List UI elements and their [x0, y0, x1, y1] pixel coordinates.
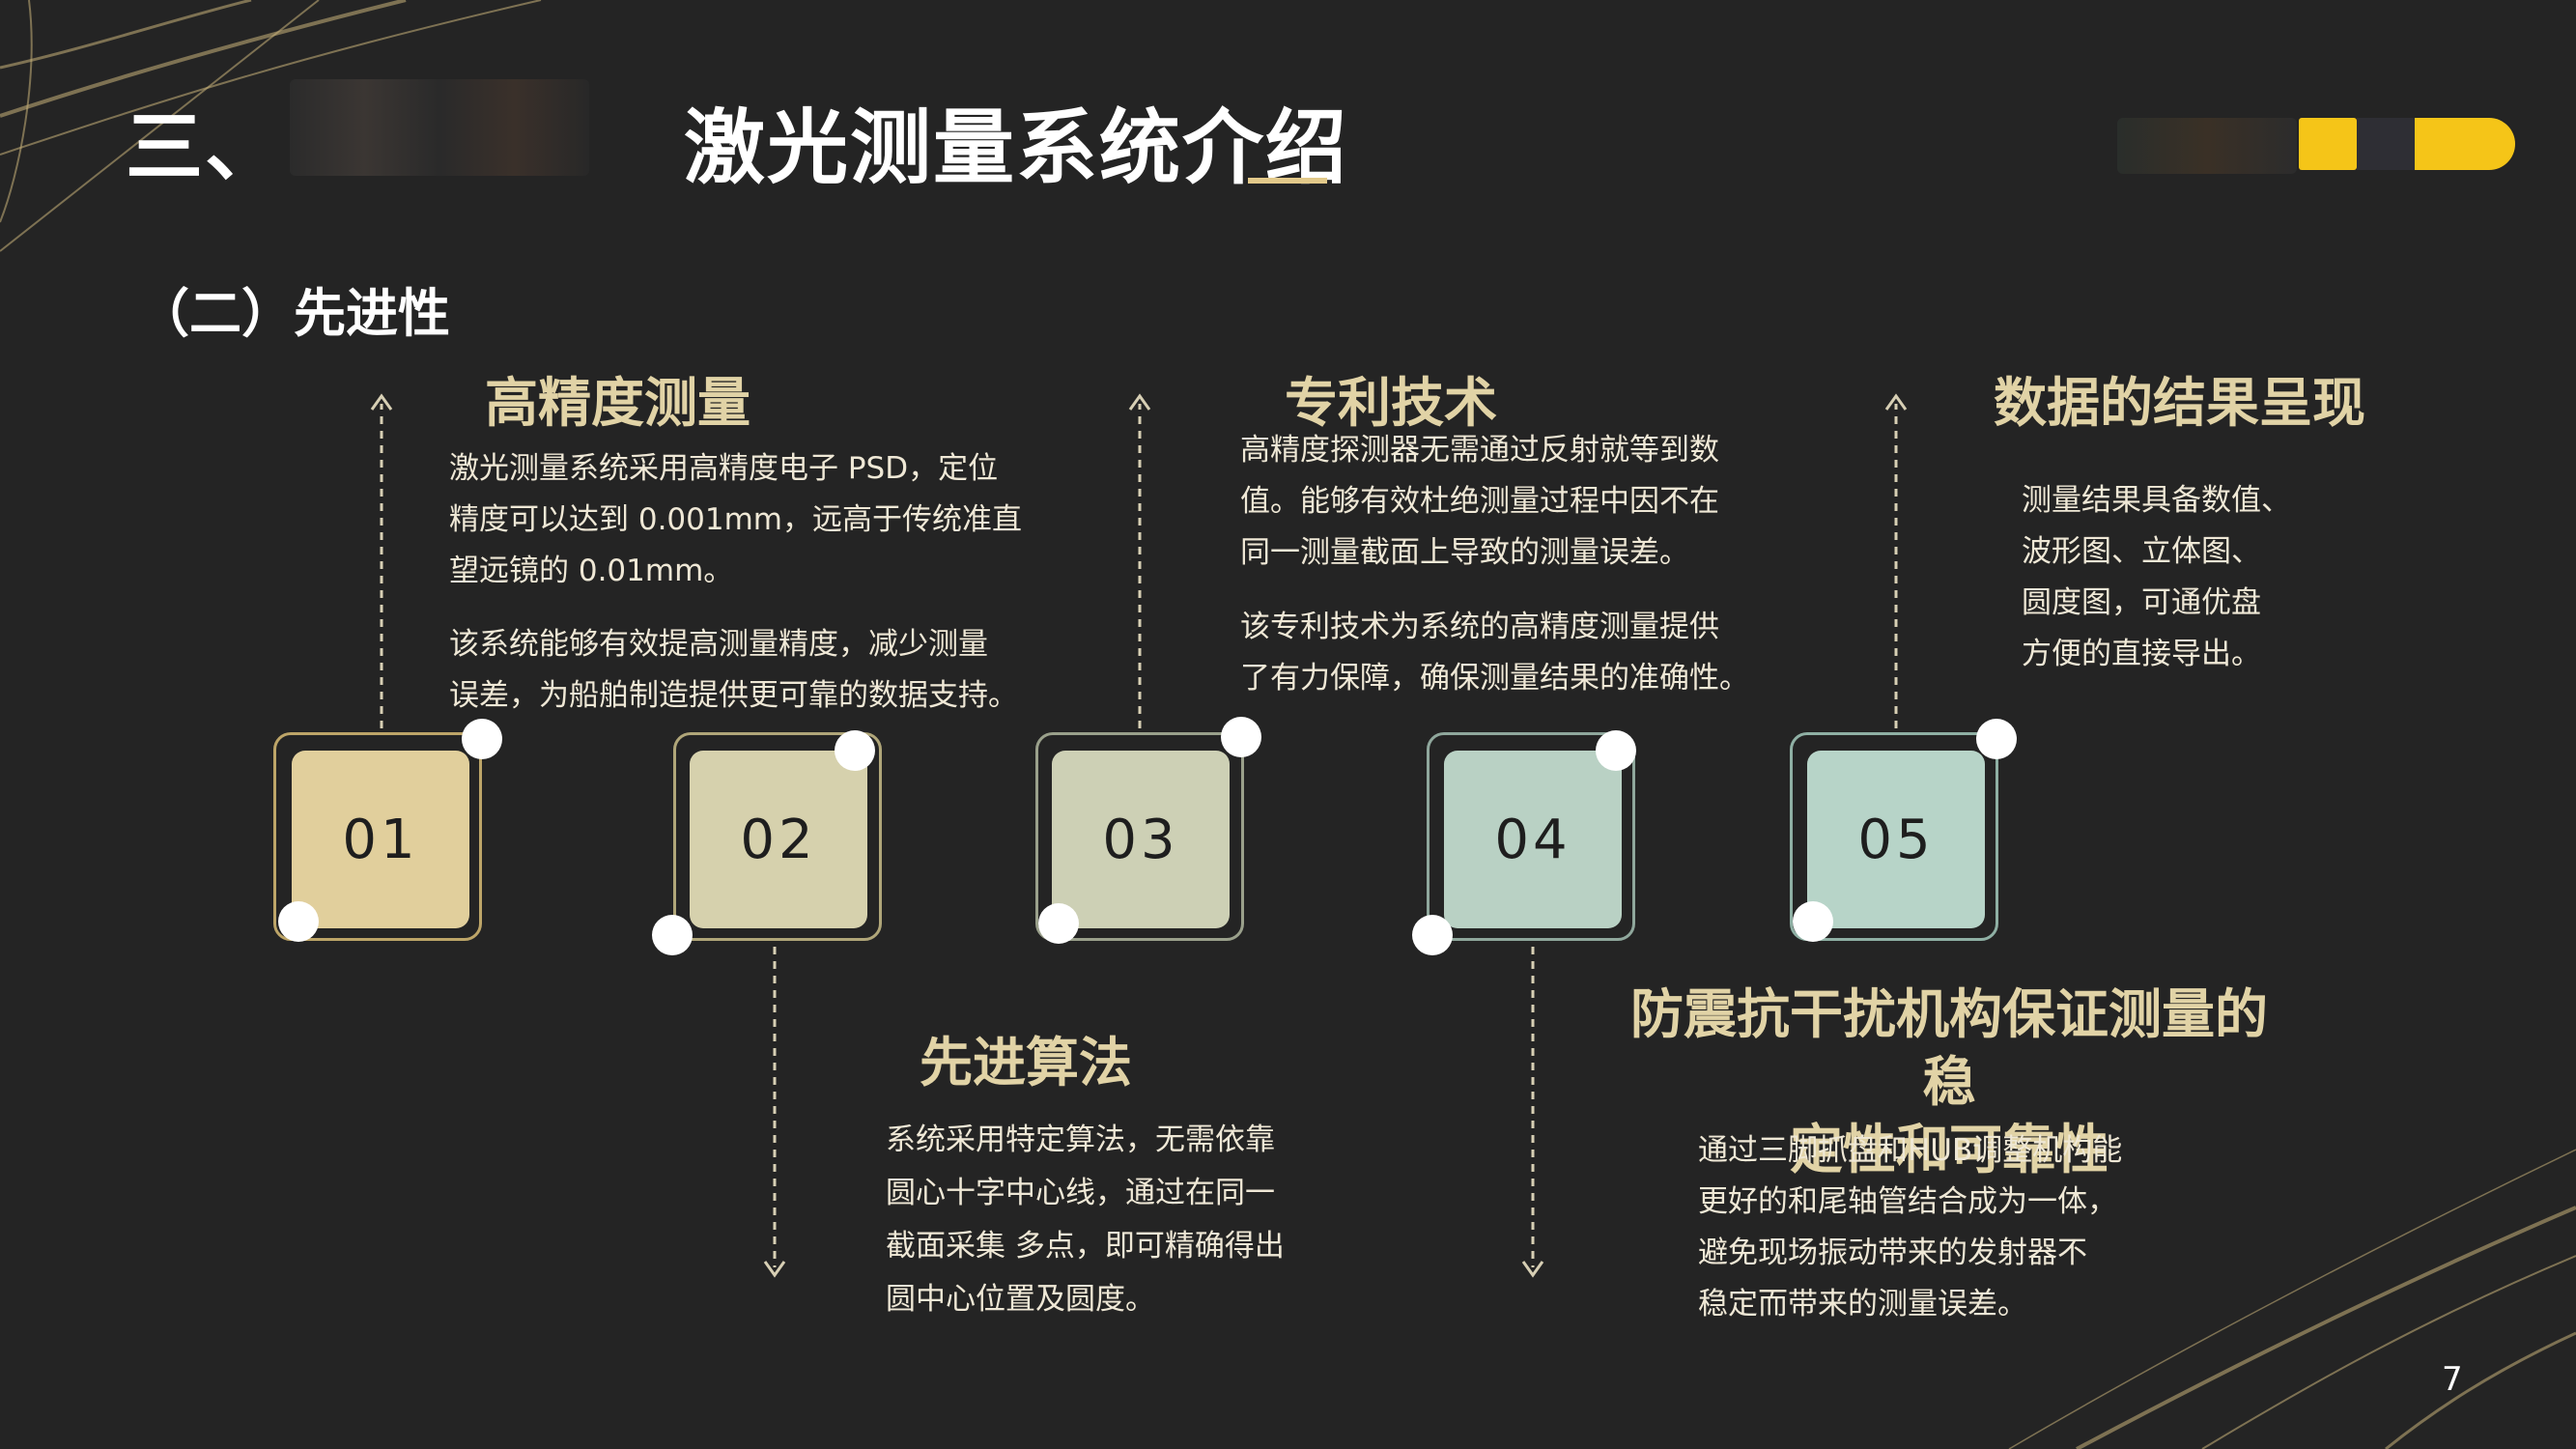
section-subtitle: （二）先进性: [137, 283, 450, 344]
title-prefix: 三、: [126, 102, 284, 192]
step-04-box: [1427, 732, 1635, 941]
corner-dot: [462, 719, 502, 759]
text-line: 通过三脚抓盘和HUB调整机构能: [1698, 1133, 2123, 1168]
step-02-number: 02: [690, 751, 867, 928]
text-line: 了有力保障，确保测量结果的准确性。: [1240, 661, 1749, 696]
step-03-paragraph-2: 该专利技术为系统的高精度测量提供 了有力保障，确保测量结果的准确性。: [1240, 602, 1749, 704]
step-04-number: 04: [1444, 751, 1622, 928]
logo-block-yellow-rounded: [2415, 118, 2515, 170]
corner-dot: [1596, 730, 1636, 771]
text-line: 值。能够有效杜绝测量过程中因不在: [1240, 484, 1719, 519]
blurred-title-segment: [290, 79, 589, 176]
step-01-heading: 高精度测量: [485, 372, 751, 434]
text-line: 激光测量系统采用高精度电子 PSD，定位: [449, 451, 999, 486]
step-02-box: [673, 732, 882, 941]
step-03-number: 03: [1052, 751, 1230, 928]
heading-line: 防震抗干扰机构保证测量的稳: [1629, 983, 2268, 1113]
text-line: 测量结果具备数值、: [2022, 483, 2291, 518]
text-line: 系统采用特定算法，无需依靠: [886, 1122, 1275, 1157]
text-line: 圆心十字中心线，通过在同一: [886, 1176, 1275, 1210]
text-line: 更好的和尾轴管结合成为一体，: [1698, 1184, 2117, 1219]
text-line: 圆度图，可通优盘: [2022, 585, 2261, 620]
logo-block-dark: [2357, 118, 2415, 170]
step-01-paragraph-1: 激光测量系统采用高精度电子 PSD，定位 精度可以达到 0.001mm，远高于传…: [449, 443, 1022, 597]
text-line: 精度可以达到 0.001mm，远高于传统准直: [449, 502, 1022, 537]
text-line: 方便的直接导出。: [2022, 637, 2261, 671]
page-number: 7: [2442, 1360, 2463, 1399]
step-05-paragraph: 测量结果具备数值、 波形图、立体图、 圆度图，可通优盘 方便的直接导出。: [2022, 475, 2291, 680]
step-05-heading: 数据的结果呈现: [1994, 372, 2366, 434]
text-line: 误差，为船舶制造提供更可靠的数据支持。: [449, 678, 1018, 713]
text-line: 避免现场振动带来的发射器不: [1698, 1236, 2087, 1270]
corner-dot: [1793, 901, 1833, 942]
text-line: 该系统能够有效提高测量精度，减少测量: [449, 627, 988, 662]
corner-dot: [1412, 915, 1453, 955]
page-title: 激光测量系统介绍: [684, 100, 1349, 195]
step-05-number: 05: [1807, 751, 1985, 928]
step-01-number: 01: [292, 751, 469, 928]
step-03-heading: 专利技术: [1285, 372, 1498, 434]
step-04-paragraph: 通过三脚抓盘和HUB调整机构能 更好的和尾轴管结合成为一体， 避免现场振动带来的…: [1698, 1125, 2122, 1330]
step-02-paragraph: 系统采用特定算法，无需依靠 圆心十字中心线，通过在同一 截面采集 多点，即可精确…: [886, 1114, 1285, 1326]
corner-dot: [652, 915, 693, 955]
logo-strip-dark: [2117, 118, 2297, 174]
step-04-heading: 防震抗干扰机构保证测量的稳 定性和可靠性: [1611, 980, 2287, 1183]
corner-dot: [1038, 903, 1079, 944]
logo-block-yellow: [2299, 118, 2357, 170]
text-line: 高精度探测器无需通过反射就等到数: [1240, 433, 1719, 468]
step-02-heading: 先进算法: [920, 1032, 1133, 1094]
corner-dot: [835, 730, 875, 771]
heading-line: 定性和可靠性: [1789, 1119, 2109, 1180]
text-line: 稳定而带来的测量误差。: [1698, 1287, 2027, 1321]
step-01-paragraph-2: 该系统能够有效提高测量精度，减少测量 误差，为船舶制造提供更可靠的数据支持。: [449, 619, 1018, 722]
corner-dot: [278, 901, 319, 942]
corner-dot: [1221, 717, 1261, 757]
step-05-box: [1790, 732, 1998, 941]
step-03-paragraph-1: 高精度探测器无需通过反射就等到数 值。能够有效杜绝测量过程中因不在 同一测量截面…: [1240, 425, 1719, 579]
text-line: 该专利技术为系统的高精度测量提供: [1240, 610, 1719, 644]
step-03-box: [1035, 732, 1244, 941]
text-line: 同一测量截面上导致的测量误差。: [1240, 535, 1689, 570]
text-line: 望远镜的 0.01mm。: [449, 554, 734, 588]
title-underline: [1248, 178, 1327, 184]
text-line: 圆中心位置及圆度。: [886, 1282, 1155, 1317]
text-line: 波形图、立体图、: [2022, 534, 2261, 569]
step-01-box: [273, 732, 482, 941]
corner-dot: [1976, 719, 2017, 759]
text-line: 截面采集 多点，即可精确得出: [886, 1229, 1285, 1264]
